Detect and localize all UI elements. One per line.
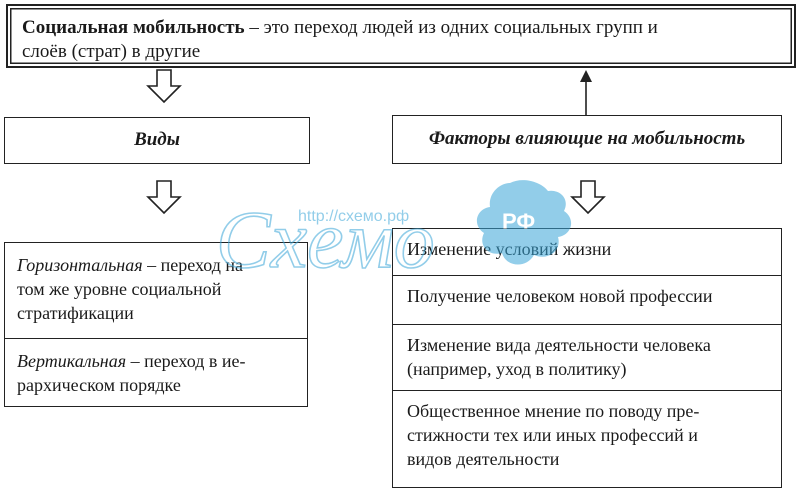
definition-line-1: Социальная мобильность – это переход люд… [22,16,780,40]
definition-term: Социальная мобильность [22,17,245,38]
factors-list: Изменение условий жизни Получение челове… [392,228,782,488]
factor-line: Изменение условий жизни [407,239,612,259]
definition-text: – это переход людей из одних социальных … [244,17,658,38]
down-arrow-icon [146,69,182,104]
types-header: Виды [134,129,180,150]
type-vertical-line-1: Вертикальная – переход в ие- [17,349,297,373]
factor-line: Получение человеком новой профессии [407,286,713,306]
types-list: Горизонтальная – переход на том же уровн… [4,242,308,407]
type-horizontal-line-3: стратификации [17,303,134,323]
type-horizontal-line-1: Горизонтальная – переход на [17,253,297,277]
type-horizontal-text: – переход на [142,255,244,275]
type-horizontal: Горизонтальная – переход на том же уровн… [5,243,307,339]
factor-line: стижности тех или иных профессий и [407,425,698,445]
type-vertical-line-2: рархическом порядке [17,375,181,395]
down-arrow-icon [570,180,606,215]
down-arrow-icon [146,180,182,215]
factor-line: Изменение вида деятельности человека [407,335,711,355]
types-header-box: Виды [4,117,310,164]
type-vertical-text: – переход в ие- [126,351,246,371]
factors-header-box: Факторы влияющие на мобильность [392,115,782,164]
type-vertical: Вертикальная – переход в ие- рархическом… [5,339,307,406]
type-vertical-term: Вертикальная [17,351,127,371]
factor-item: Изменение условий жизни [393,229,781,276]
factors-header: Факторы влияющие на мобильность [428,128,746,149]
watermark-url: http://схемо.рф [298,208,409,225]
factor-line: видов деятельности [407,449,560,469]
factor-item: Общественное мнение по поводу пре- стижн… [393,391,781,486]
factor-line: Общественное мнение по поводу пре- [407,401,700,421]
factor-item: Получение человеком новой профессии [393,276,781,325]
definition-box: Социальная мобильность – это переход люд… [6,4,796,68]
up-arrow-icon [580,70,592,116]
type-horizontal-line-2: том же уровне социальной [17,279,222,299]
definition-line-2: слоёв (страт) в другие [22,41,201,62]
type-horizontal-term: Горизонтальная [17,255,143,275]
factor-line: (например, уход в политику) [407,359,627,379]
factor-item: Изменение вида деятельности человека (на… [393,325,781,391]
